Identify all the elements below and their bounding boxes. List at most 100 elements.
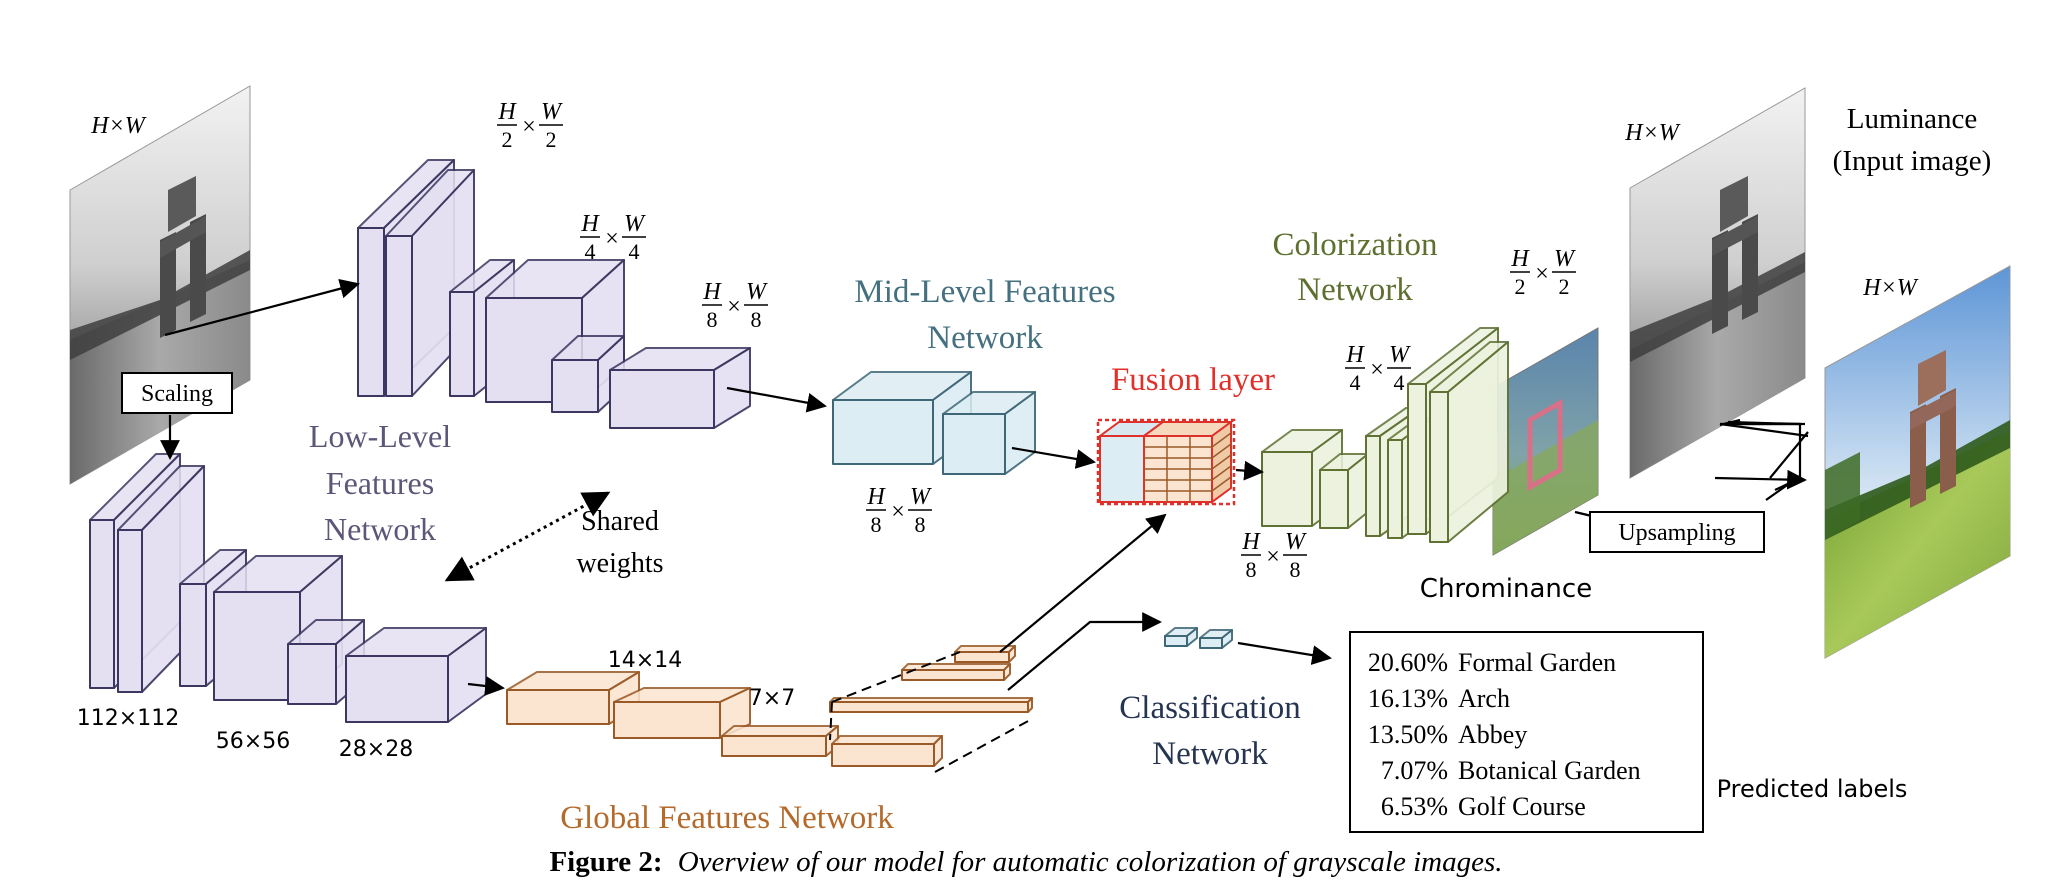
scaling-label: Scaling [141,381,213,407]
prediction-label: Formal Garden [1458,648,1616,677]
low-level-title-line1: Low-Level [309,418,451,454]
fraction-h2-low: H2×W2 [497,99,563,152]
global-features-title: Global Features Network [560,800,894,836]
figure-caption: Figure 2: Overview of our model for auto… [549,846,1502,878]
prediction-pct: 16.13% [1368,684,1448,713]
global-fc-layer-2 [901,663,1011,681]
fraction-part: × [522,114,536,140]
fraction-part: 8 [871,512,882,537]
mid-level-title-line2: Network [927,320,1043,356]
fraction-part: × [727,294,741,320]
input-size-label: H×W [90,113,147,139]
prediction-label: Abbey [1458,720,1527,749]
fraction-part: × [1266,544,1280,570]
fraction-part: H [497,99,517,125]
colorization-layer-2 [1319,453,1369,529]
colorization-title-line2: Network [1297,272,1413,308]
classification-layer-1 [1164,627,1198,647]
input-grayscale-image [69,85,251,485]
prediction-pct: 20.60% [1368,648,1448,677]
fraction-part: H [1510,246,1530,272]
predicted-labels-caption: Predicted labels [1717,775,1908,803]
caption-text: Overview of our model for automatic colo… [678,846,1503,878]
size-56: 56×56 [216,729,290,754]
luminance-image [1629,87,1806,479]
fraction-h8-low: H8×W8 [702,279,768,332]
size-112: 112×112 [77,706,179,731]
chrominance-label: Chrominance [1420,574,1592,604]
fraction-part: × [1370,357,1384,383]
mid-level-title-line1: Mid-Level Features [854,274,1115,310]
fraction-part: 8 [1246,557,1257,582]
low-level-layer-6 [609,347,751,429]
global-low-level-layer-6 [345,627,487,723]
size-7: 7×7 [749,686,795,711]
fraction-part: 2 [546,127,557,152]
fraction-part: H [866,484,886,510]
low-level-title-line3: Network [324,511,436,547]
global-conv-layer-4 [831,735,943,767]
luminance-size-label: H×W [1624,120,1681,146]
fraction-part: 8 [707,307,718,332]
prediction-label: Arch [1458,684,1510,713]
fraction-part: H [1345,342,1365,368]
prediction-pct: 7.07% [1381,756,1448,785]
colorization-title-line1: Colorization [1273,227,1438,263]
fraction-part: H [1241,529,1261,555]
fraction-part: 4 [1394,370,1405,395]
size-14: 14×14 [608,648,682,673]
colorized-output-image [1824,265,2011,659]
predictions-box [1349,631,1704,833]
fraction-part: 4 [585,239,596,264]
fusion-layer-title: Fusion layer [1111,362,1275,398]
fraction-part: × [891,499,905,525]
size-28: 28×28 [339,737,413,762]
fraction-part: H [702,279,722,305]
fraction-part: × [605,226,619,252]
caption-prefix: Figure 2: [549,846,662,878]
fusion-layer-block [1096,418,1236,506]
fraction-h8-mid: H8×W8 [866,484,932,537]
shared-weights-line1: Shared [581,506,659,537]
fraction-part: 4 [629,239,640,264]
fraction-part: H [580,211,600,237]
prediction-label: Golf Course [1458,792,1586,821]
prediction-pct: 13.50% [1368,720,1448,749]
global-fc-layer-3 [829,697,1033,713]
global-fc-layer-1 [954,645,1016,663]
global-conv-layer-1 [506,671,640,725]
upsampling-label: Upsampling [1618,520,1735,546]
fraction-part: W [624,211,646,237]
zoom-dashed-lines [829,651,1031,773]
classification-layer-2 [1199,629,1233,649]
classification-title-line1: Classification [1119,690,1300,726]
global-conv-layer-2 [613,687,751,739]
scaling-box [121,372,233,414]
fraction-part: W [1285,529,1307,555]
colorization-layer-6 [1429,341,1509,543]
chrominance-image [1492,327,1599,556]
low-level-title-line2: Features [326,465,434,501]
fraction-part: 8 [751,307,762,332]
fraction-h8-color: H8×W8 [1241,529,1307,582]
fraction-part: 2 [1515,274,1526,299]
fraction-part: 8 [1290,557,1301,582]
fraction-h4-low: H4×W4 [580,211,646,264]
fraction-part: W [1389,342,1411,368]
fraction-part: W [1554,246,1576,272]
fraction-part: × [1535,261,1549,287]
luminance-label-line1: Luminance [1847,103,1977,135]
fraction-part: 2 [1559,274,1570,299]
fraction-h4-color: H4×W4 [1345,342,1411,395]
classification-title-line2: Network [1152,736,1268,772]
fraction-part: W [910,484,932,510]
global-conv-layer-3 [721,725,839,757]
predictions-list: 20.60% Formal Garden 16.13% Arch 13.50% … [1368,648,1641,821]
output-size-label: H×W [1862,275,1919,301]
fraction-part: W [541,99,563,125]
upsampling-box [1589,511,1765,553]
luminance-label-line2: (Input image) [1833,145,1992,177]
connectors [160,278,1809,696]
